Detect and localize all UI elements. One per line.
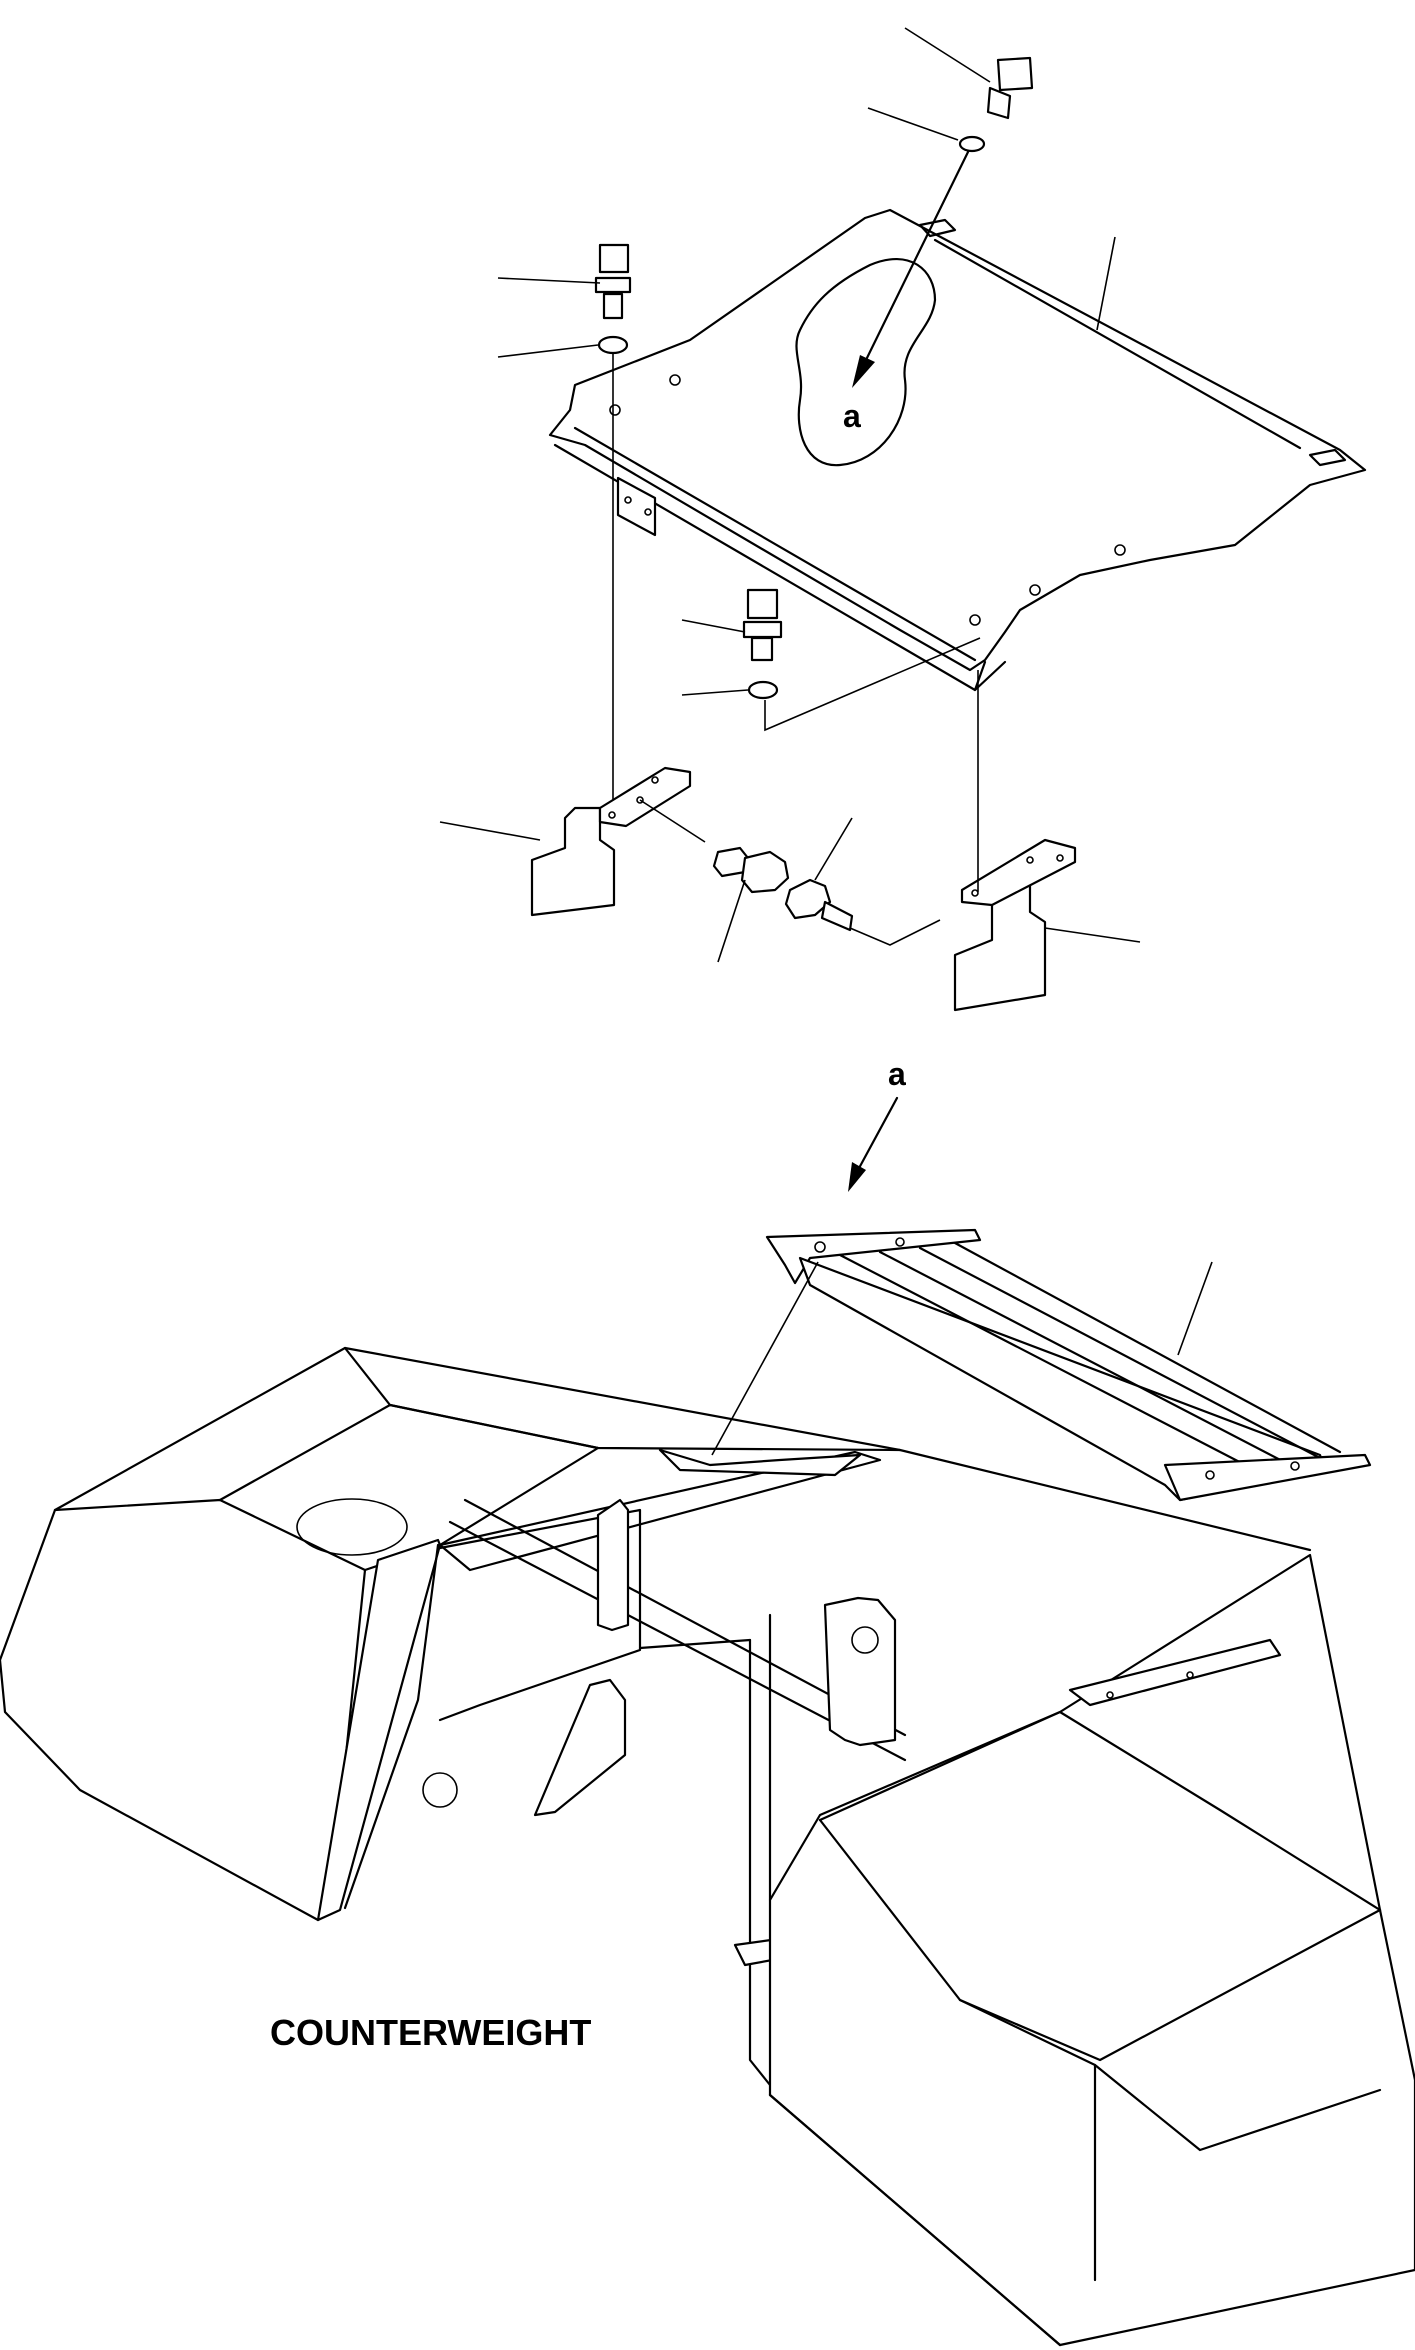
bracket-right <box>953 838 1077 1012</box>
support-frame <box>765 1228 1372 1502</box>
detail-marker-label: a <box>888 1056 906 1092</box>
cover-plate <box>548 208 1367 692</box>
bolt-side-right <box>784 878 854 932</box>
bolt-side-left <box>712 846 790 894</box>
detail-marker-arrow <box>856 1096 899 1172</box>
bolt-top-left <box>594 243 632 320</box>
bolt-top-right <box>986 56 1034 120</box>
bracket-left <box>530 766 692 917</box>
washer-center <box>747 680 779 700</box>
detail-a-leader <box>863 150 970 364</box>
bolt-center <box>742 588 783 662</box>
counterweight <box>0 1346 1415 2347</box>
assembly-name-label: COUNTERWEIGHT <box>270 2012 591 2053</box>
detail-callout-label: a <box>843 398 861 434</box>
washer-top-right <box>958 135 986 153</box>
washer-top-left <box>597 335 629 355</box>
